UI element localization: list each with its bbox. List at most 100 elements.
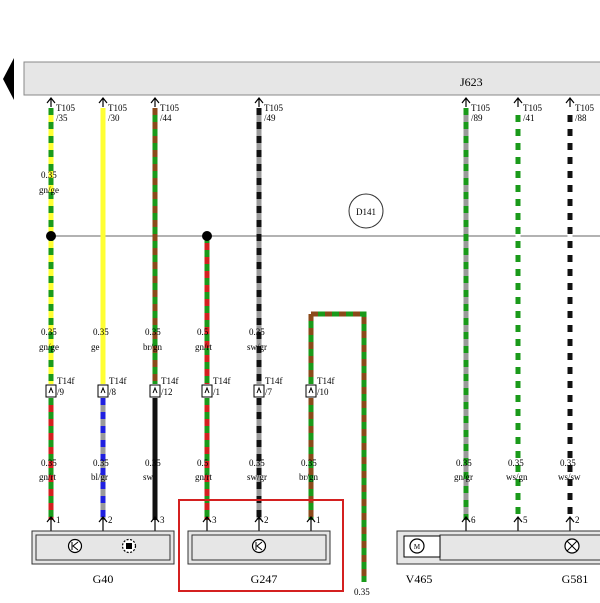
junction-dot (202, 231, 212, 241)
component-g247-label: G247 (251, 572, 278, 586)
wire-cross-section: 0.35 (41, 327, 57, 337)
connector-icon (513, 97, 523, 107)
plug-pin: /8 (109, 387, 117, 397)
plug-pin: /1 (213, 387, 220, 397)
top-connector-name: T105 (264, 103, 283, 113)
top-connector-pin: /41 (523, 113, 535, 123)
plug-name: T14f (317, 376, 335, 386)
top-connector-name: T105 (108, 103, 127, 113)
wire-cross-section: 0.35 (456, 458, 472, 468)
component-g247-inner (191, 534, 327, 561)
highlight-box (178, 499, 344, 592)
svg-text:M: M (414, 543, 421, 551)
connector-icon (98, 516, 108, 531)
component-pin: 3 (160, 515, 165, 525)
connector-icon (513, 516, 523, 531)
plug-pin: /12 (161, 387, 173, 397)
connector-icon (254, 516, 264, 531)
sensor-icon (121, 538, 137, 554)
component-pin: 1 (56, 515, 61, 525)
wires-group (48, 108, 573, 520)
wire-color-code: gn/rt (195, 342, 212, 352)
wire-color-code: ws/sw (558, 472, 581, 482)
component-pin: 2 (264, 515, 269, 525)
wire-color-code: sw/gr (247, 472, 267, 482)
component-g40-inner (35, 534, 171, 561)
plug-name: T14f (213, 376, 231, 386)
connector-icon (45, 384, 57, 398)
back-arrow-icon[interactable] (3, 58, 14, 100)
plug-pin: /10 (317, 387, 329, 397)
sensor-icon (67, 538, 83, 554)
wire-cross-section: 0.5 (197, 327, 209, 337)
plug-name: T14f (161, 376, 179, 386)
wire-color-code: br/gn (143, 342, 162, 352)
wire-color-code: ws/gn (506, 472, 528, 482)
control-unit-label: J623 (460, 75, 483, 89)
wire-cross-section: 0.35 (93, 458, 109, 468)
wire-cross-section: 0.35 (145, 458, 161, 468)
plug-pin: /7 (265, 387, 273, 397)
wire-color-code: sw/gr (247, 342, 267, 352)
wire-cross-section: 0.5 (197, 458, 209, 468)
wire-cross-section: 0.35 (249, 458, 265, 468)
connector-icon (461, 516, 471, 531)
connector-icon (149, 384, 161, 398)
connector-icon (565, 516, 575, 531)
top-connector-pin: /44 (160, 113, 172, 123)
top-connector-pin: /35 (56, 113, 68, 123)
connector-icon (305, 384, 317, 398)
plug-name: T14f (265, 376, 283, 386)
junction-dot (46, 231, 56, 241)
component-pin: 2 (575, 515, 580, 525)
top-connector-name: T105 (56, 103, 75, 113)
loop-wire (311, 311, 367, 582)
wire-color-code: ge (91, 342, 100, 352)
wire-cross-section: 0.35 (301, 458, 317, 468)
connector-icon (253, 384, 265, 398)
wire-color-code: sw (143, 472, 154, 482)
wire-cross-section: 0.35 (41, 458, 57, 468)
connector-icon (97, 384, 109, 398)
plug-name: T14f (109, 376, 127, 386)
connector-icon (46, 97, 56, 107)
wire-color-code: gn/rt (195, 472, 212, 482)
top-connector-name: T105 (523, 103, 542, 113)
component-v465-label: V465 (406, 572, 433, 586)
component-g40[interactable] (31, 530, 175, 565)
connector-icon (150, 516, 160, 531)
connector-icon (461, 97, 471, 107)
labels-group: T105/350.35gn/ge0.35gn/geT14f/90.35gn/rt… (39, 97, 594, 531)
component-pin: 5 (523, 515, 528, 525)
connector-icon (150, 97, 160, 107)
wire-color-code: gn/ge (39, 342, 59, 352)
top-connector-pin: /49 (264, 113, 276, 123)
top-connector-pin: /89 (471, 113, 483, 123)
connector-icon (202, 516, 212, 531)
loop-wire-cs: 0.35 (354, 587, 370, 597)
connector-icon (46, 516, 56, 531)
top-connector-pin: /88 (575, 113, 587, 123)
wire-color-code: br/gn (299, 472, 318, 482)
wire-cross-section: 0.35 (249, 327, 265, 337)
connector-icon (254, 97, 264, 107)
wire-color-code: gn/gr (454, 472, 473, 482)
connector-icon (306, 516, 316, 531)
component-pin: 3 (212, 515, 217, 525)
connector-icon (565, 97, 575, 107)
wire-color-code: bl/gr (91, 472, 108, 482)
motor-icon: M (403, 535, 441, 558)
wire-color-code: gn/rt (39, 472, 56, 482)
splice-label: D141 (356, 207, 376, 217)
top-connector-name: T105 (575, 103, 594, 113)
component-pin: 2 (108, 515, 113, 525)
splice-marker (348, 193, 384, 229)
plug-pin: /9 (57, 387, 65, 397)
wire-cross-section: 0.35 (41, 170, 57, 180)
sensor-icon (251, 538, 267, 554)
component-g40-label: G40 (93, 572, 114, 586)
connector-icon (98, 97, 108, 107)
component-g581-label: G581 (562, 572, 589, 586)
sensor-icon (564, 538, 580, 554)
